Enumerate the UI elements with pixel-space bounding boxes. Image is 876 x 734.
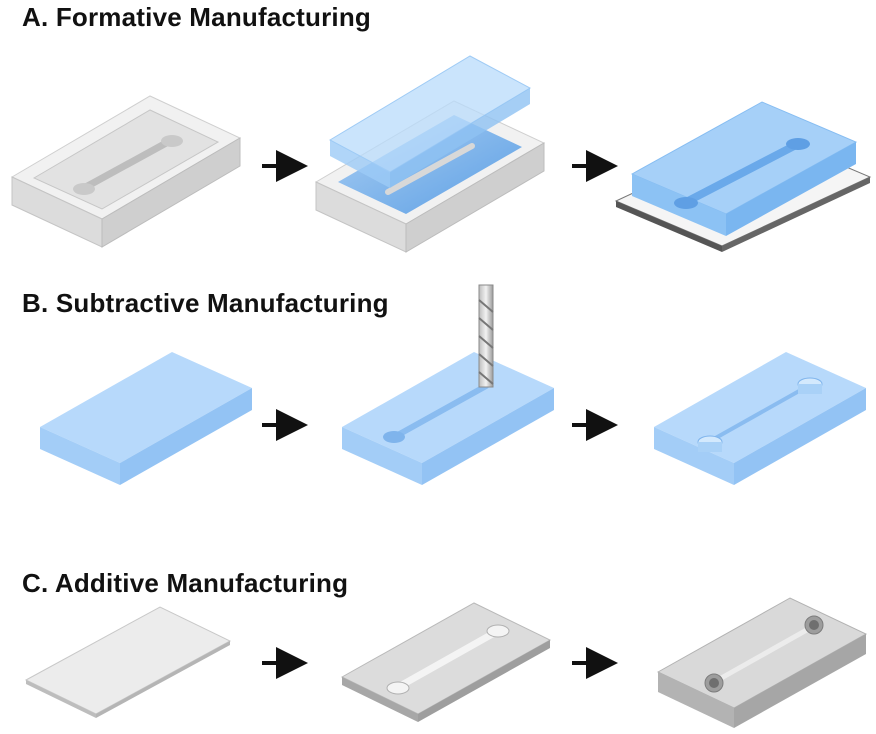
- end-mill-drill-bit-icon: [478, 284, 494, 388]
- panel-a-mold: [10, 95, 242, 248]
- panel-a-cast-device: [614, 101, 872, 252]
- panel-a-title: A. Formative Manufacturing: [22, 2, 372, 32]
- panel-a-resin-fill: [314, 55, 546, 253]
- panel-b-plastic-block: [40, 352, 252, 485]
- panel-b-milling: [342, 284, 554, 485]
- panel-c-first-layer: [340, 602, 552, 722]
- panel-c-printed-device: [656, 597, 868, 728]
- panel-c-title: C. Additive Manufacturing: [22, 568, 349, 598]
- panel-b-milled-device: [654, 352, 866, 485]
- panel-c-thin-sheet: [24, 606, 232, 718]
- panel-b-title: B. Subtractive Manufacturing: [22, 288, 389, 318]
